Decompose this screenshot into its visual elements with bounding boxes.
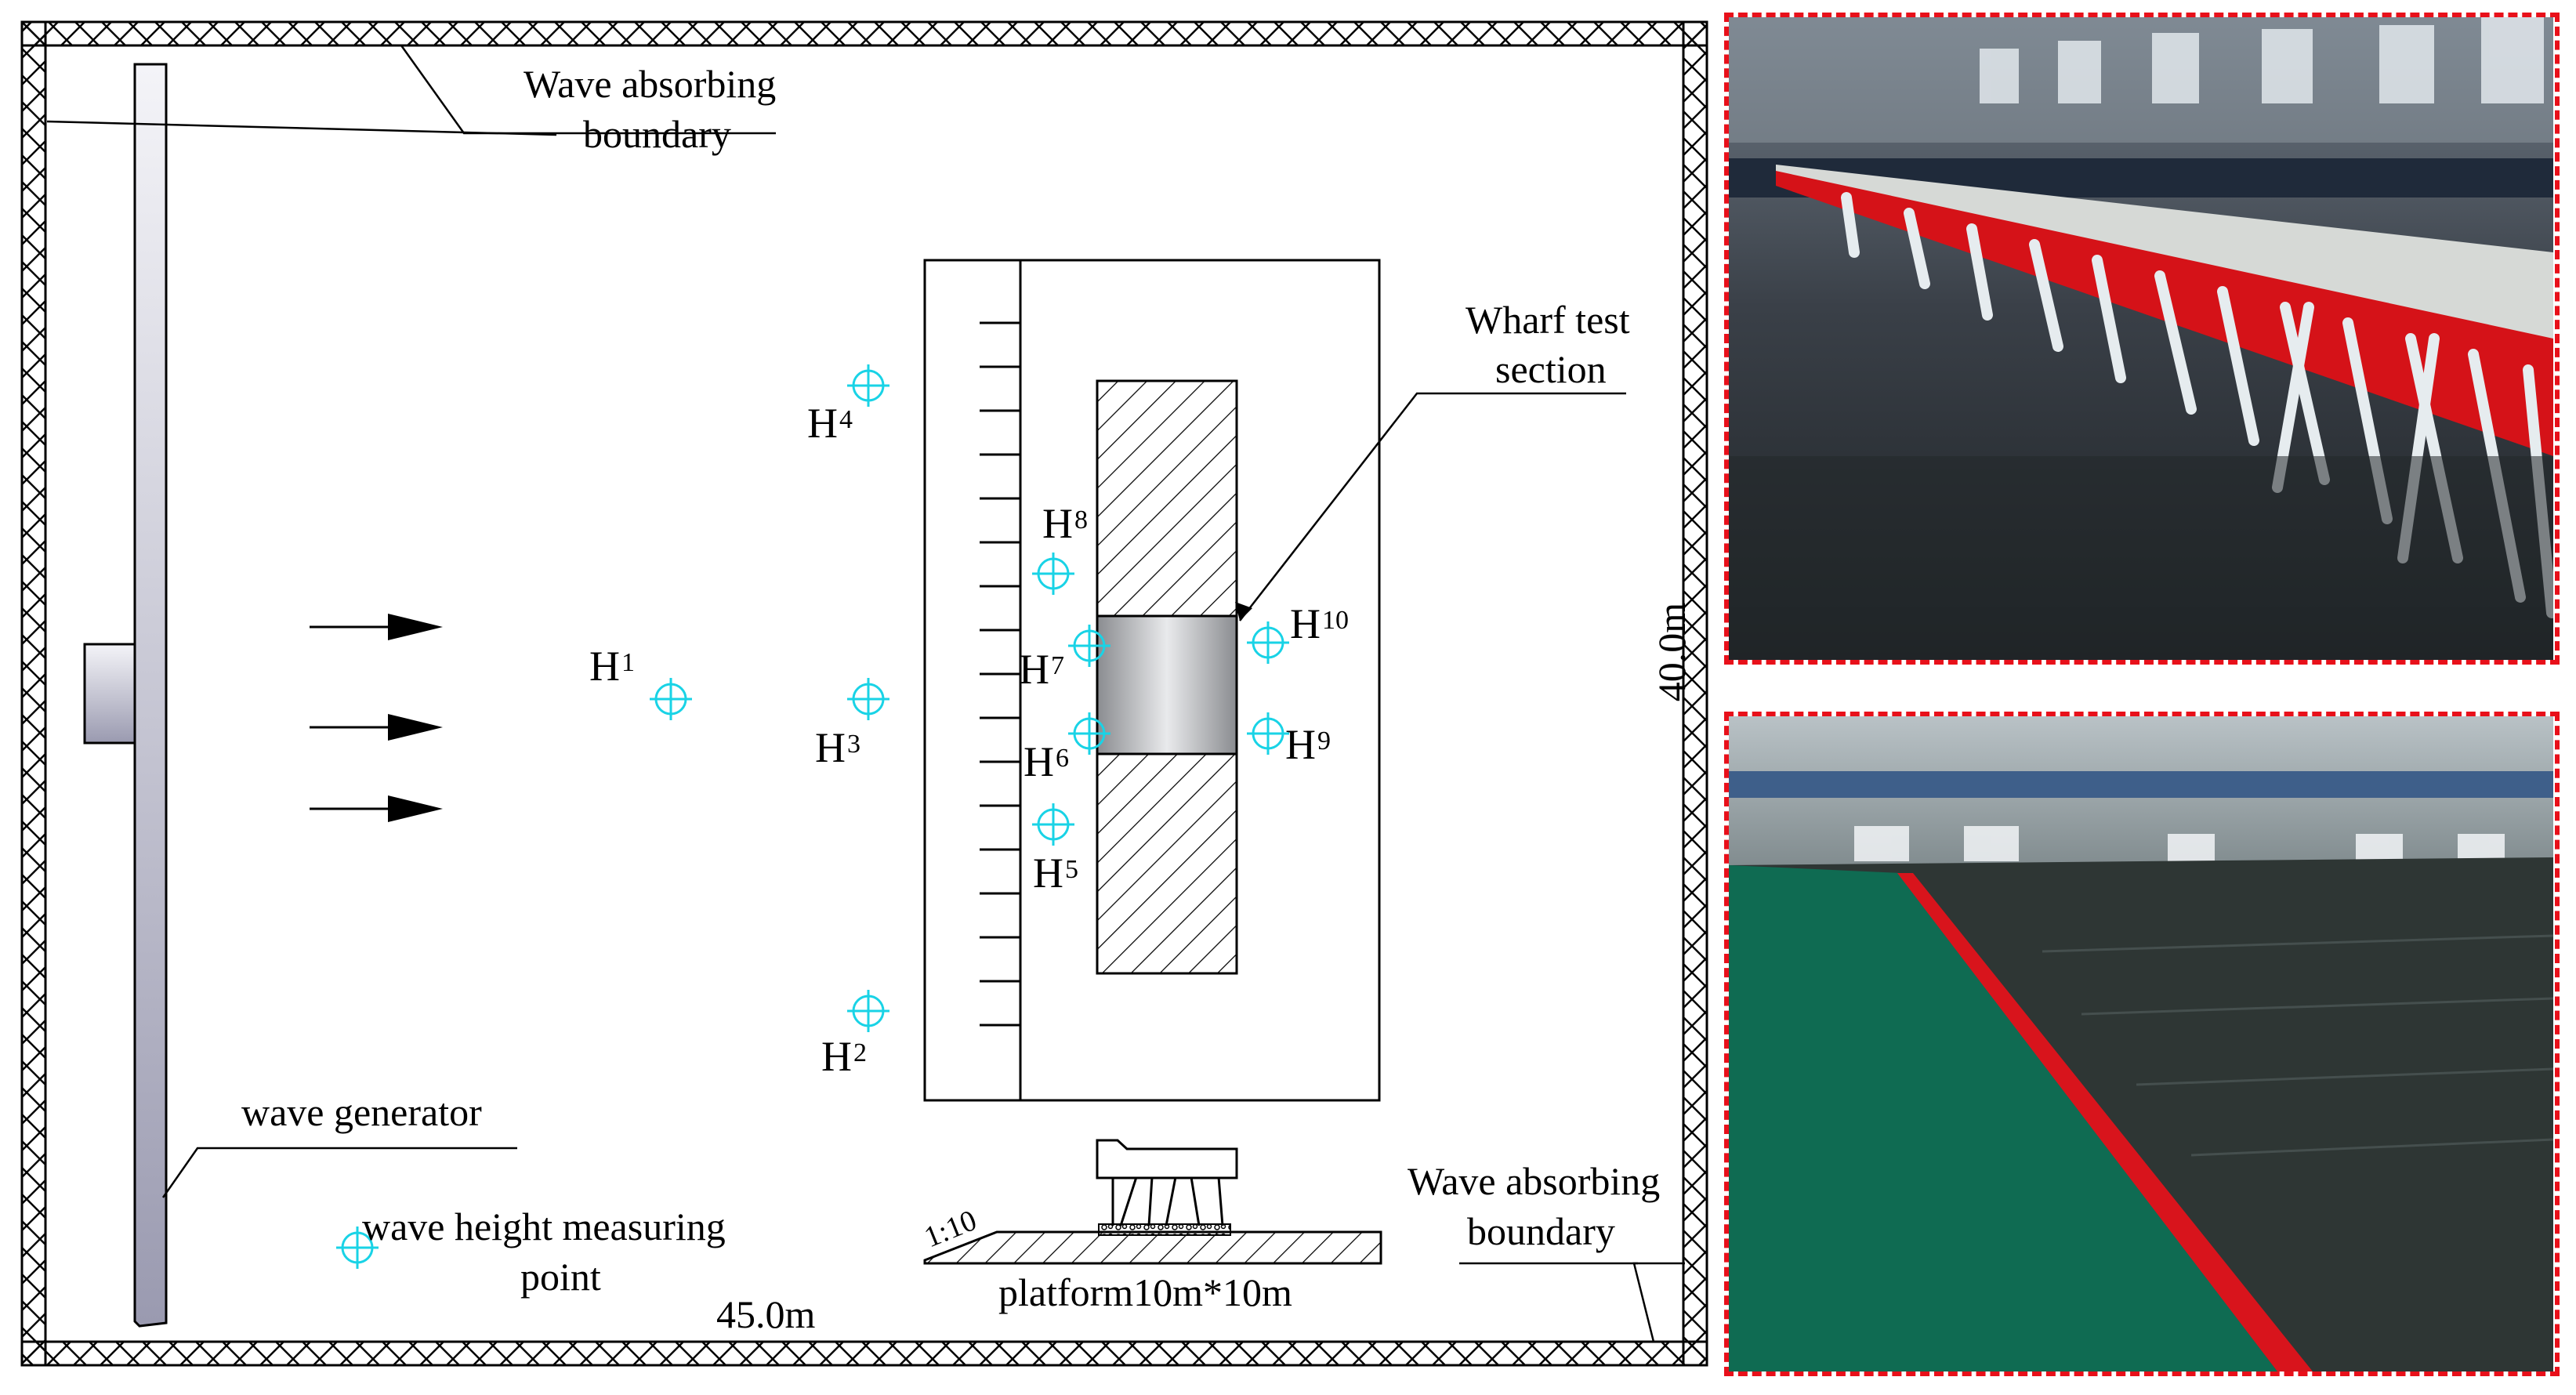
wave-gauge-3-icon bbox=[847, 678, 889, 720]
platform-cross-section bbox=[923, 1139, 1382, 1265]
wharf-leader-arrowhead bbox=[1235, 602, 1252, 621]
wave-absorbing-top-label-1: Wave absorbing bbox=[524, 62, 776, 106]
platform-label: platform10m*10m bbox=[998, 1270, 1292, 1314]
wave-absorbing-bottom-label-2: boundary bbox=[1467, 1209, 1615, 1253]
leader-lines bbox=[46, 45, 1685, 1342]
wave-gauge-8-label: H8 bbox=[1042, 500, 1088, 547]
wharf-label-2: section bbox=[1495, 347, 1607, 391]
test-platform bbox=[923, 259, 1381, 1102]
length-dimension-label: 45.0m bbox=[716, 1292, 816, 1336]
measuring-point-legend-symbol bbox=[336, 1227, 379, 1269]
wave-generator-label: wave generator bbox=[241, 1090, 482, 1134]
wave-gauge-4-icon bbox=[847, 364, 889, 407]
wave-gauge-4-label: H4 bbox=[807, 400, 853, 447]
wave-absorbing-bottom-label-1: Wave absorbing bbox=[1408, 1159, 1660, 1203]
wave-gauge-9-icon bbox=[1247, 712, 1289, 755]
wave-gauge-5-label: H5 bbox=[1033, 850, 1078, 897]
wharf-model bbox=[1096, 379, 1238, 975]
measuring-point-label-2: point bbox=[520, 1255, 601, 1299]
photo-wharf-model bbox=[1729, 17, 2553, 660]
photo-frame-top bbox=[1724, 13, 2560, 665]
wave-gauge-2-label: H2 bbox=[821, 1033, 867, 1080]
photo-basin-overview bbox=[1729, 716, 2553, 1371]
width-dimension-label: 40.0m bbox=[1650, 603, 1694, 702]
wave-gauge-7-icon bbox=[1068, 625, 1110, 667]
photo-frame-bottom bbox=[1724, 712, 2560, 1376]
measuring-point-legend-icon bbox=[336, 1227, 379, 1269]
wave-gauge-7-label: H7 bbox=[1019, 646, 1064, 693]
wave-absorbing-top-label-2: boundary bbox=[583, 112, 731, 156]
wharf-label-1: Wharf test bbox=[1466, 298, 1630, 342]
wave-direction-arrows bbox=[310, 614, 443, 822]
wave-gauge-10-label: H10 bbox=[1290, 600, 1349, 647]
measuring-point-label-1: wave height measuring bbox=[362, 1205, 726, 1248]
wave-gauge-1-icon bbox=[650, 678, 692, 720]
wave-gauge-6-label: H6 bbox=[1024, 738, 1069, 785]
wave-gauge-5-icon bbox=[1032, 803, 1074, 846]
platform-scale-ticks bbox=[980, 321, 1020, 1027]
absorbing-boundary-frame bbox=[20, 20, 1708, 1367]
wave-generator bbox=[83, 63, 168, 1328]
wave-gauge-3-label: H3 bbox=[815, 724, 860, 771]
wave-gauge-10-icon bbox=[1247, 621, 1289, 664]
wave-gauge-6-icon bbox=[1068, 712, 1110, 755]
wave-gauge-8-icon bbox=[1032, 553, 1074, 595]
wave-gauge-2-icon bbox=[847, 990, 889, 1032]
wave-gauge-1-label: H1 bbox=[589, 643, 635, 690]
wave-gauge-9-label: H9 bbox=[1285, 721, 1331, 768]
